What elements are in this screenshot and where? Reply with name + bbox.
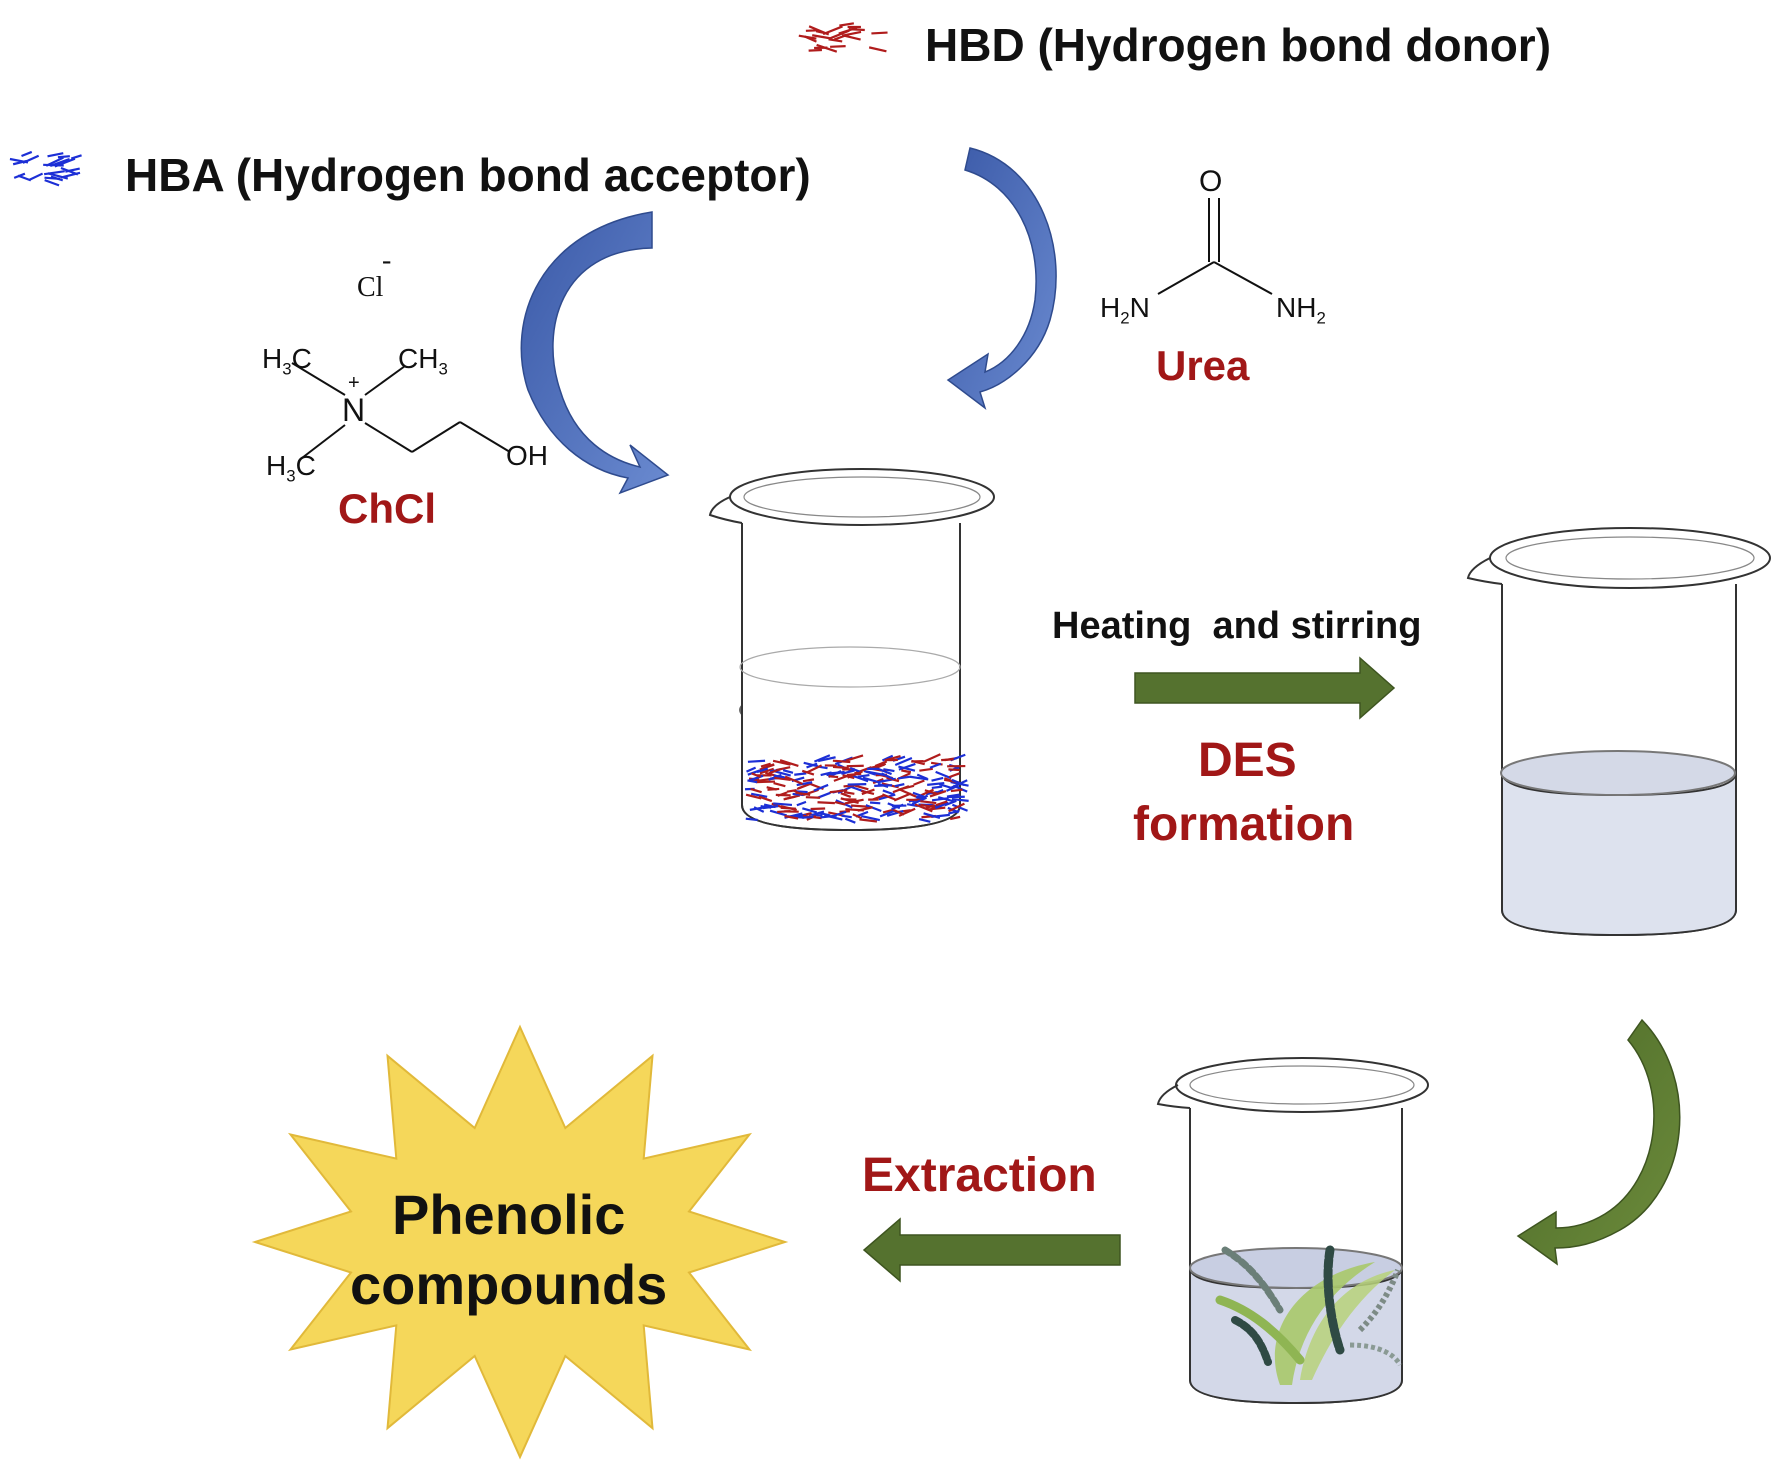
hba-legend-label: HBA (Hydrogen bond acceptor) — [125, 149, 811, 201]
chcl-name: ChCl — [338, 485, 436, 532]
chcl-methyl-bottom-left: H3C — [266, 450, 316, 486]
chcl-nitrogen: N — [342, 392, 366, 428]
urea-amine-left: H2N — [1100, 292, 1150, 328]
des-label-line2: formation — [1133, 798, 1355, 851]
chcl-methyl-top-left: H3C — [262, 343, 312, 379]
des-label-line1: DES — [1198, 734, 1297, 787]
urea-amine-right: NH2 — [1276, 292, 1326, 328]
plant-material — [1215, 1245, 1403, 1385]
heating-arrow — [1134, 656, 1396, 720]
hbd-legend-label: HBD (Hydrogen bond donor) — [925, 19, 1552, 71]
chcl-chloride-charge: - — [382, 245, 392, 276]
product-starburst — [251, 1024, 789, 1460]
hbd-molecule-icon — [798, 22, 888, 53]
extraction-arrow — [862, 1217, 1121, 1283]
hba-hbd-mixture — [744, 753, 969, 824]
chcl-structure — [291, 362, 511, 459]
urea-structure — [1157, 198, 1273, 295]
hba-molecule-icon — [9, 150, 82, 187]
product-label-line2: compounds — [350, 1253, 668, 1316]
chcl-nitrogen-charge: + — [348, 372, 360, 394]
chcl-hydroxyl: OH — [506, 440, 548, 471]
chcl-methyl-top-right: CH3 — [398, 343, 448, 379]
heating-label: Heating and stirring — [1052, 605, 1422, 647]
chcl-chloride: Cl — [357, 272, 384, 303]
urea-name: Urea — [1156, 342, 1250, 389]
beaker-mixture — [708, 468, 995, 832]
beaker-extraction — [1156, 1057, 1429, 1405]
hbd-curved-arrow — [946, 147, 1057, 411]
urea-oxygen: O — [1199, 165, 1223, 198]
hba-curved-arrow — [520, 211, 670, 495]
transfer-curved-arrow — [1516, 1018, 1681, 1266]
product-label-line1: Phenolic — [392, 1183, 626, 1246]
beaker-des — [1466, 527, 1771, 937]
extraction-label: Extraction — [862, 1149, 1097, 1202]
